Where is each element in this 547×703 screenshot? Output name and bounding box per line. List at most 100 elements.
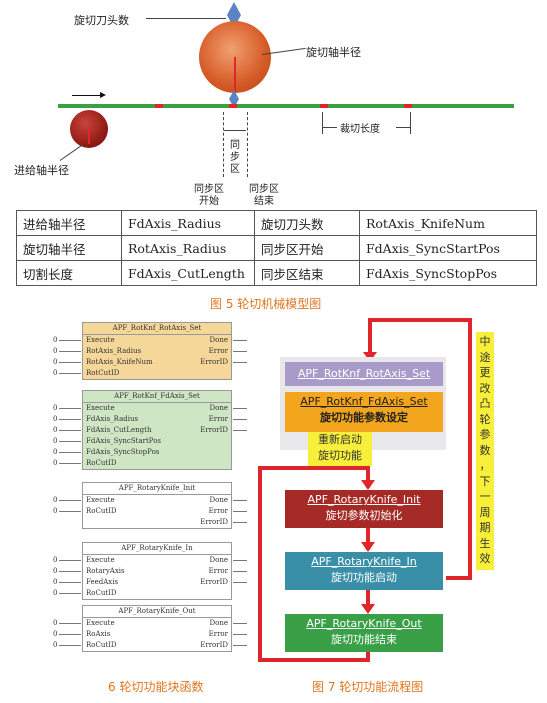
table-cell: 旋切轴半径 — [16, 235, 122, 261]
input-pin — [59, 408, 81, 409]
pin-value: 0 — [53, 426, 58, 434]
input-label: Execute — [86, 336, 115, 344]
flow-box-title: APF_RotKnf_RotAxis_Set — [297, 367, 431, 380]
output-pin — [233, 340, 247, 341]
cam-change-note-char: 中 — [479, 335, 491, 348]
table-cell: RotAxis_Radius — [121, 235, 255, 261]
input-pin — [59, 340, 81, 341]
function-block-title: APF_RotKnf_RotAxis_Set — [83, 323, 231, 335]
input-label: Execute — [86, 556, 115, 564]
input-label: RotAxis_Radius — [86, 347, 142, 355]
conveyor-mark — [320, 104, 328, 108]
input-pin — [59, 560, 81, 561]
pin-value: 0 — [53, 369, 58, 377]
connector-line — [366, 588, 370, 610]
cut-length-tick — [410, 112, 411, 134]
pin-value: 0 — [53, 448, 58, 456]
output-label: Done — [209, 619, 228, 627]
arrow-down-icon — [361, 542, 375, 552]
input-label: Execute — [86, 619, 115, 627]
sync-end-label-2: 结束 — [254, 196, 274, 207]
flow-box-out: APF_RotaryKnife_Out 旋切功能结束 — [285, 614, 443, 652]
function-block-title: APF_RotaryKnife_Init — [83, 483, 231, 495]
connector-line — [366, 526, 370, 550]
flow-box-title: APF_RotaryKnife_In — [311, 555, 417, 568]
input-label: FdAxis_Radius — [86, 415, 139, 423]
flow-box-subtitle: 旋切功能启动 — [331, 571, 397, 584]
cam-change-note-char: 生 — [479, 536, 491, 550]
output-pin — [233, 500, 247, 501]
sync-zone-char: 步 — [230, 152, 240, 163]
input-pin — [59, 351, 81, 352]
input-label: Execute — [86, 496, 115, 504]
knife-num-label: 旋切刀头数 — [74, 14, 129, 27]
cam-change-note-char: 更 — [479, 366, 491, 379]
pin-value: 0 — [53, 578, 58, 586]
input-pin — [59, 645, 81, 646]
input-label: RotaryAxis — [86, 567, 125, 575]
table-cell: FdAxis_Radius — [121, 210, 255, 236]
table-cell: FdAxis_CutLength — [121, 260, 255, 286]
restart-note-line: 重新启动 — [318, 433, 362, 446]
cam-change-note-char: 数 — [479, 443, 491, 457]
input-label: RoAxis — [86, 630, 111, 638]
output-label: ErrorID — [200, 518, 228, 526]
cam-change-note-char: 期 — [479, 521, 491, 534]
input-pin — [59, 582, 81, 583]
flow-box-title: APF_RotaryKnife_Init — [307, 493, 421, 506]
function-block-title: APF_RotKnf_FdAxis_Set — [83, 391, 231, 403]
input-label: FdAxis_CutLength — [86, 426, 152, 434]
pin-value: 0 — [53, 567, 58, 575]
flow-box-fdaxis-set: APF_RotKnf_FdAxis_Set 旋切功能参数设定 — [285, 392, 443, 432]
feed-radius-line — [88, 128, 90, 144]
restart-left-line — [258, 466, 262, 662]
input-label: RoCutID — [86, 641, 117, 649]
input-label: RoCutID — [86, 459, 117, 467]
flow-box-in: APF_RotaryKnife_In 旋切功能启动 — [285, 552, 443, 590]
cam-change-note-char: 一 — [479, 490, 491, 503]
cut-length-arrow — [323, 127, 337, 128]
table-cell: 切割长度 — [16, 260, 122, 286]
knife-num-leader — [146, 18, 226, 19]
cam-change-note-char: 凸 — [479, 397, 491, 410]
fig7-caption: 图 7 轮切功能流程图 — [312, 680, 424, 694]
flow-box-subtitle: 旋切参数初始化 — [325, 509, 403, 522]
conveyor-line — [58, 104, 514, 108]
input-pin — [59, 463, 81, 464]
input-pin — [59, 441, 81, 442]
loop-right-line — [468, 318, 472, 580]
flow-box-subtitle: 旋切功能参数设定 — [320, 411, 408, 424]
output-label: Error — [208, 630, 228, 638]
pin-value: 0 — [53, 347, 58, 355]
input-label: RoCutID — [86, 589, 117, 597]
loop-top-line — [368, 318, 472, 322]
pin-value: 0 — [53, 358, 58, 366]
output-pin — [233, 571, 247, 572]
output-pin — [233, 511, 247, 512]
restart-note: 重新启动 旋切功能 — [308, 432, 372, 466]
feed-radius-leader — [59, 144, 84, 161]
output-pin — [233, 351, 247, 352]
sync-zone-char: 同 — [230, 140, 240, 151]
conveyor-mark — [404, 104, 412, 108]
flow-box-title: APF_RotaryKnife_Out — [306, 617, 422, 630]
conveyor-mark — [155, 104, 163, 108]
output-pin — [233, 560, 247, 561]
table-cell: 同步区开始 — [254, 235, 360, 261]
restart-top-line — [258, 466, 368, 470]
output-pin — [233, 362, 247, 363]
input-label: Execute — [86, 404, 115, 412]
sync-zone-char: 区 — [230, 164, 240, 175]
pin-value: 0 — [53, 437, 58, 445]
